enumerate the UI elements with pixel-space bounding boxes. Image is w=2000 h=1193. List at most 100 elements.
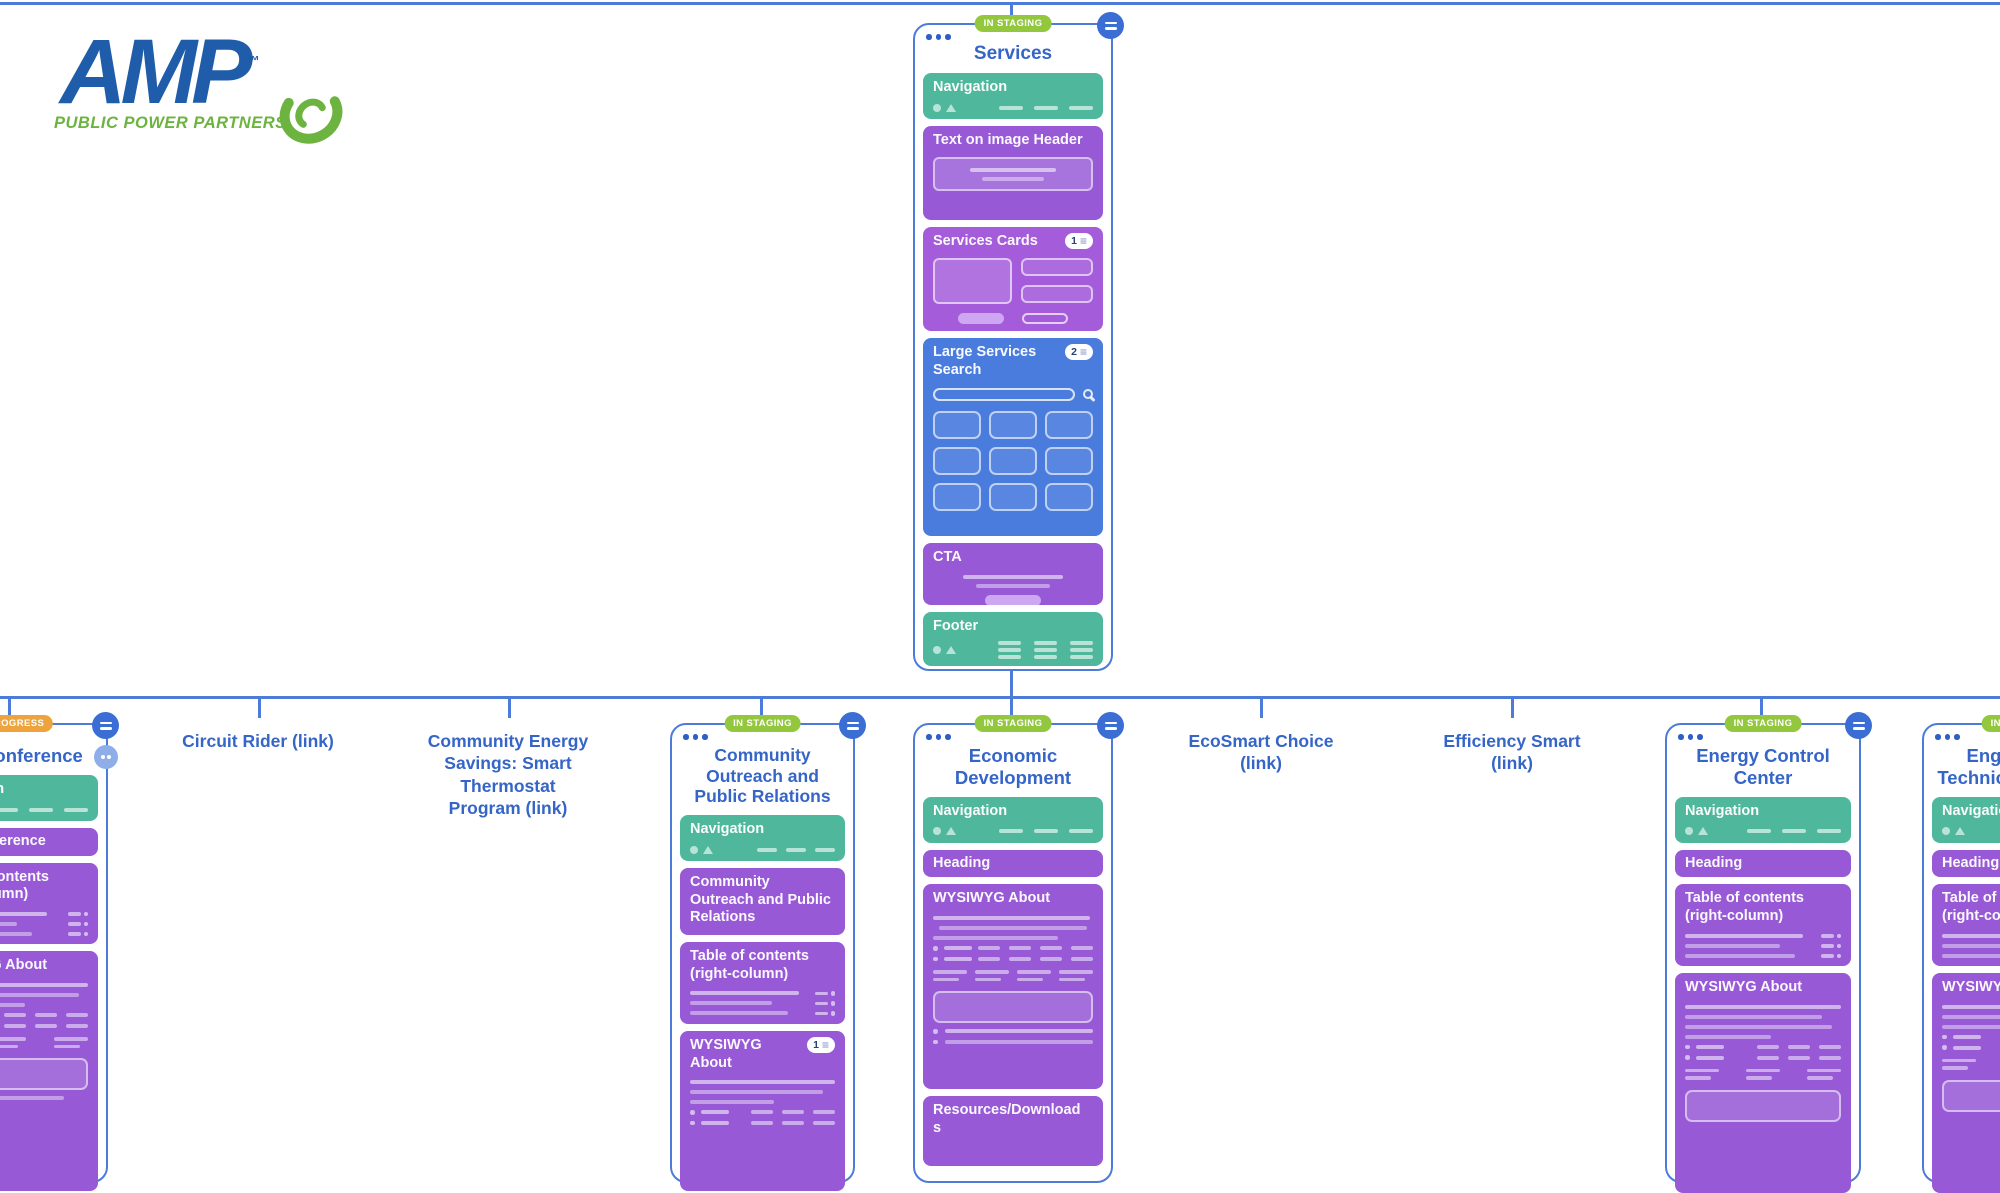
link-page-community-energy-savings[interactable]: Community Energy Savings: Smart Thermost… [427, 731, 589, 819]
navigation-placeholder [933, 827, 1093, 836]
card-menu-button[interactable] [92, 712, 119, 739]
toc-placeholder [1685, 933, 1841, 959]
section-label: Table of contents (right-column) [0, 868, 49, 903]
page-card-community-outreach[interactable]: IN STAGING Community Outreach and Public… [670, 712, 866, 1191]
section-navigation[interactable]: Navigation [680, 814, 845, 861]
section-heading[interactable]: Heading [1675, 849, 1851, 878]
section-toc[interactable]: Table of contents (right-column) [1932, 884, 2000, 967]
image-circle-icon [933, 645, 941, 654]
connector-stub [760, 696, 763, 724]
page-card-economic-development[interactable]: IN STAGING Economic Development Navigati… [913, 712, 1124, 1183]
ellipsis-icon[interactable] [1935, 734, 1960, 740]
section-heading[interactable]: Heading [923, 849, 1103, 878]
section-navigation[interactable]: Navigation [1932, 796, 2000, 843]
dots-icon [100, 755, 105, 759]
section-count-badge[interactable]: 1≡ [807, 1036, 835, 1053]
section-heading[interactable]: Community Outreach and Public Relations [680, 867, 845, 935]
status-badge: IN STAGING [974, 715, 1052, 732]
ellipsis-icon[interactable] [926, 734, 951, 740]
page-card-engineering-technical-services[interactable]: IN STAGING Engineering Technical Service… [1922, 715, 2000, 1193]
toc-placeholder [1942, 933, 2000, 959]
connector-stub [1511, 696, 1514, 718]
section-wysiwyg-about[interactable]: WYSIWYG About [0, 951, 98, 1192]
image-triangle-icon [946, 645, 956, 654]
section-label: Community Outreach and Public Relations [690, 873, 831, 926]
section-cta[interactable]: CTA [923, 543, 1103, 606]
toc-placeholder [0, 911, 88, 937]
status-badge: IN PROGRESS [0, 715, 54, 732]
section-count-badge[interactable]: 1≡ [1065, 233, 1093, 250]
section-label: Heading [1942, 854, 2000, 871]
connector-stub [1010, 668, 1013, 697]
section-wysiwyg-about[interactable]: WYSIWYG About [1675, 973, 1851, 1193]
link-page-circuit-rider[interactable]: Circuit Rider (link) [182, 731, 334, 751]
amp-logo-text: AMP™ [60, 21, 260, 123]
section-navigation[interactable]: Navigation [0, 774, 98, 821]
section-hero[interactable]: Text on image Header [923, 126, 1103, 221]
section-navigation[interactable]: Navigation [923, 796, 1103, 843]
section-label: WYSIWYG About [0, 957, 48, 974]
link-page-ecosmart-choice[interactable]: EcoSmart Choice (link) [1188, 731, 1334, 774]
secondary-circle-button[interactable] [94, 745, 118, 769]
section-label: Heading [1685, 854, 1743, 871]
navigation-placeholder [933, 104, 1093, 113]
section-wysiwyg-about[interactable]: WYSIWYG About [923, 884, 1103, 1090]
hamburger-icon [1104, 21, 1117, 24]
wysiwyg-placeholder [1685, 1004, 1841, 1122]
section-label: WYSIWYG About [1942, 979, 2000, 996]
section-footer[interactable]: Footer [923, 612, 1103, 667]
section-toc[interactable]: Table of contents (right-column) [0, 862, 98, 945]
section-heading[interactable]: AMP Conference [0, 827, 98, 856]
ellipsis-icon[interactable] [926, 34, 951, 40]
section-heading[interactable]: Heading [1932, 849, 2000, 878]
section-label: AMP Conference [0, 832, 46, 849]
search-placeholder [933, 387, 1093, 401]
status-badge: IN STAGING [974, 15, 1052, 32]
section-large-services-search[interactable]: Large Services Search 2≡ [923, 338, 1103, 537]
section-toc[interactable]: Table of contents (right-column) [680, 941, 845, 1024]
section-label: Navigation [1942, 802, 2000, 819]
section-label: Navigation [690, 820, 765, 837]
section-label: Navigation [933, 79, 1008, 96]
connector-stub [258, 696, 261, 718]
section-navigation[interactable]: Navigation [1675, 796, 1851, 843]
page-title: Services [973, 43, 1053, 64]
search-input-placeholder [933, 387, 1075, 401]
card-menu-button[interactable] [1097, 712, 1124, 739]
section-services-cards[interactable]: Services Cards 1≡ [923, 227, 1103, 332]
page-title: Energy Control Center [1696, 745, 1830, 788]
page-card-energy-control-center[interactable]: IN STAGING Energy Control Center Navigat… [1665, 712, 1872, 1193]
ellipsis-icon[interactable] [1678, 734, 1703, 740]
section-navigation[interactable]: Navigation [923, 73, 1103, 120]
wysiwyg-placeholder [0, 983, 88, 1101]
section-wysiwyg-about[interactable]: WYSIWYG About [1932, 973, 2000, 1193]
section-label: Navigation [933, 802, 1008, 819]
card-menu-button[interactable] [1097, 12, 1124, 39]
status-badge: IN STAGING [1724, 715, 1802, 732]
cards-placeholder [933, 258, 1093, 305]
section-label: Large Services Search [933, 344, 1037, 379]
page-card-amp-conference[interactable]: IN PROGRESS AMP Conference Navigation AM… [0, 712, 119, 1192]
section-wysiwyg-about[interactable]: WYSIWYG About 1≡ [680, 1030, 845, 1191]
wysiwyg-placeholder [933, 916, 1093, 1045]
card-menu-button[interactable] [839, 712, 866, 739]
section-label: Navigation [1685, 802, 1760, 819]
section-count-badge[interactable]: 2≡ [1065, 344, 1093, 361]
ellipsis-icon[interactable] [683, 734, 708, 740]
section-label: Resources/Downloads [933, 1102, 1081, 1137]
cta-placeholder [933, 575, 1093, 606]
section-label: Table of contents (right-column) [1942, 890, 2000, 925]
page-title: AMP Conference [0, 745, 83, 766]
connector-stub [1010, 2, 1013, 23]
amp-swirl-icon [272, 78, 350, 155]
page-title: Engineering Technical Services [1937, 745, 2000, 788]
link-page-efficiency-smart[interactable]: Efficiency Smart (link) [1443, 731, 1581, 774]
connector-stub [8, 696, 11, 724]
page-card-services[interactable]: IN STAGING Services Navigation Text on i… [913, 12, 1124, 671]
section-label: Text on image Header [933, 132, 1083, 149]
list-icon: ≡ [1079, 345, 1087, 360]
section-resources-downloads[interactable]: Resources/Downloads [923, 1096, 1103, 1167]
section-label: Table of contents (right-column) [690, 947, 809, 982]
section-toc[interactable]: Table of contents (right-column) [1675, 884, 1851, 967]
card-menu-button[interactable] [1845, 712, 1872, 739]
